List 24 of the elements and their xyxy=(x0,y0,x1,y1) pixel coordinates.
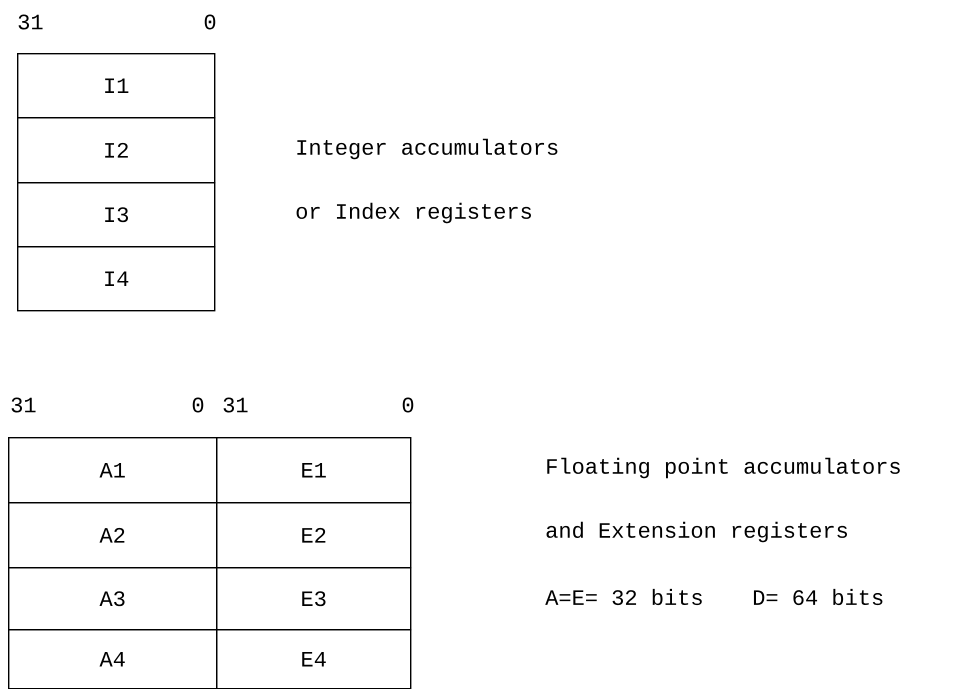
register-cell: I2 xyxy=(17,117,216,184)
register-cell: E3 xyxy=(216,567,412,630)
register-cell: I3 xyxy=(17,182,216,248)
bit-number: 0 xyxy=(204,14,216,30)
description-text: A=E= 32 bits xyxy=(545,588,702,606)
bit-number: 0 xyxy=(192,398,204,412)
bit-number: 31 xyxy=(12,398,36,412)
register-cell: A4 xyxy=(8,629,218,689)
bit-number: 31 xyxy=(224,398,248,412)
register-cell: E2 xyxy=(216,502,412,568)
register-cell: I1 xyxy=(17,53,216,118)
register-cell: E1 xyxy=(216,437,412,504)
description-text: D= 64 bits xyxy=(754,588,882,606)
register-cell: I4 xyxy=(17,246,216,312)
description-text: Floating point accumulators xyxy=(547,458,900,478)
description-text: or Index registers xyxy=(296,202,531,224)
register-cell: A2 xyxy=(8,502,218,568)
bit-number: 31 xyxy=(18,14,43,30)
register-cell: A1 xyxy=(8,437,218,504)
description-text: and Extension registers xyxy=(546,522,847,542)
register-cell: A3 xyxy=(8,567,218,630)
register-cell: E4 xyxy=(216,629,412,689)
description-text: Integer accumulators xyxy=(297,138,558,160)
bit-number: 0 xyxy=(402,398,414,412)
